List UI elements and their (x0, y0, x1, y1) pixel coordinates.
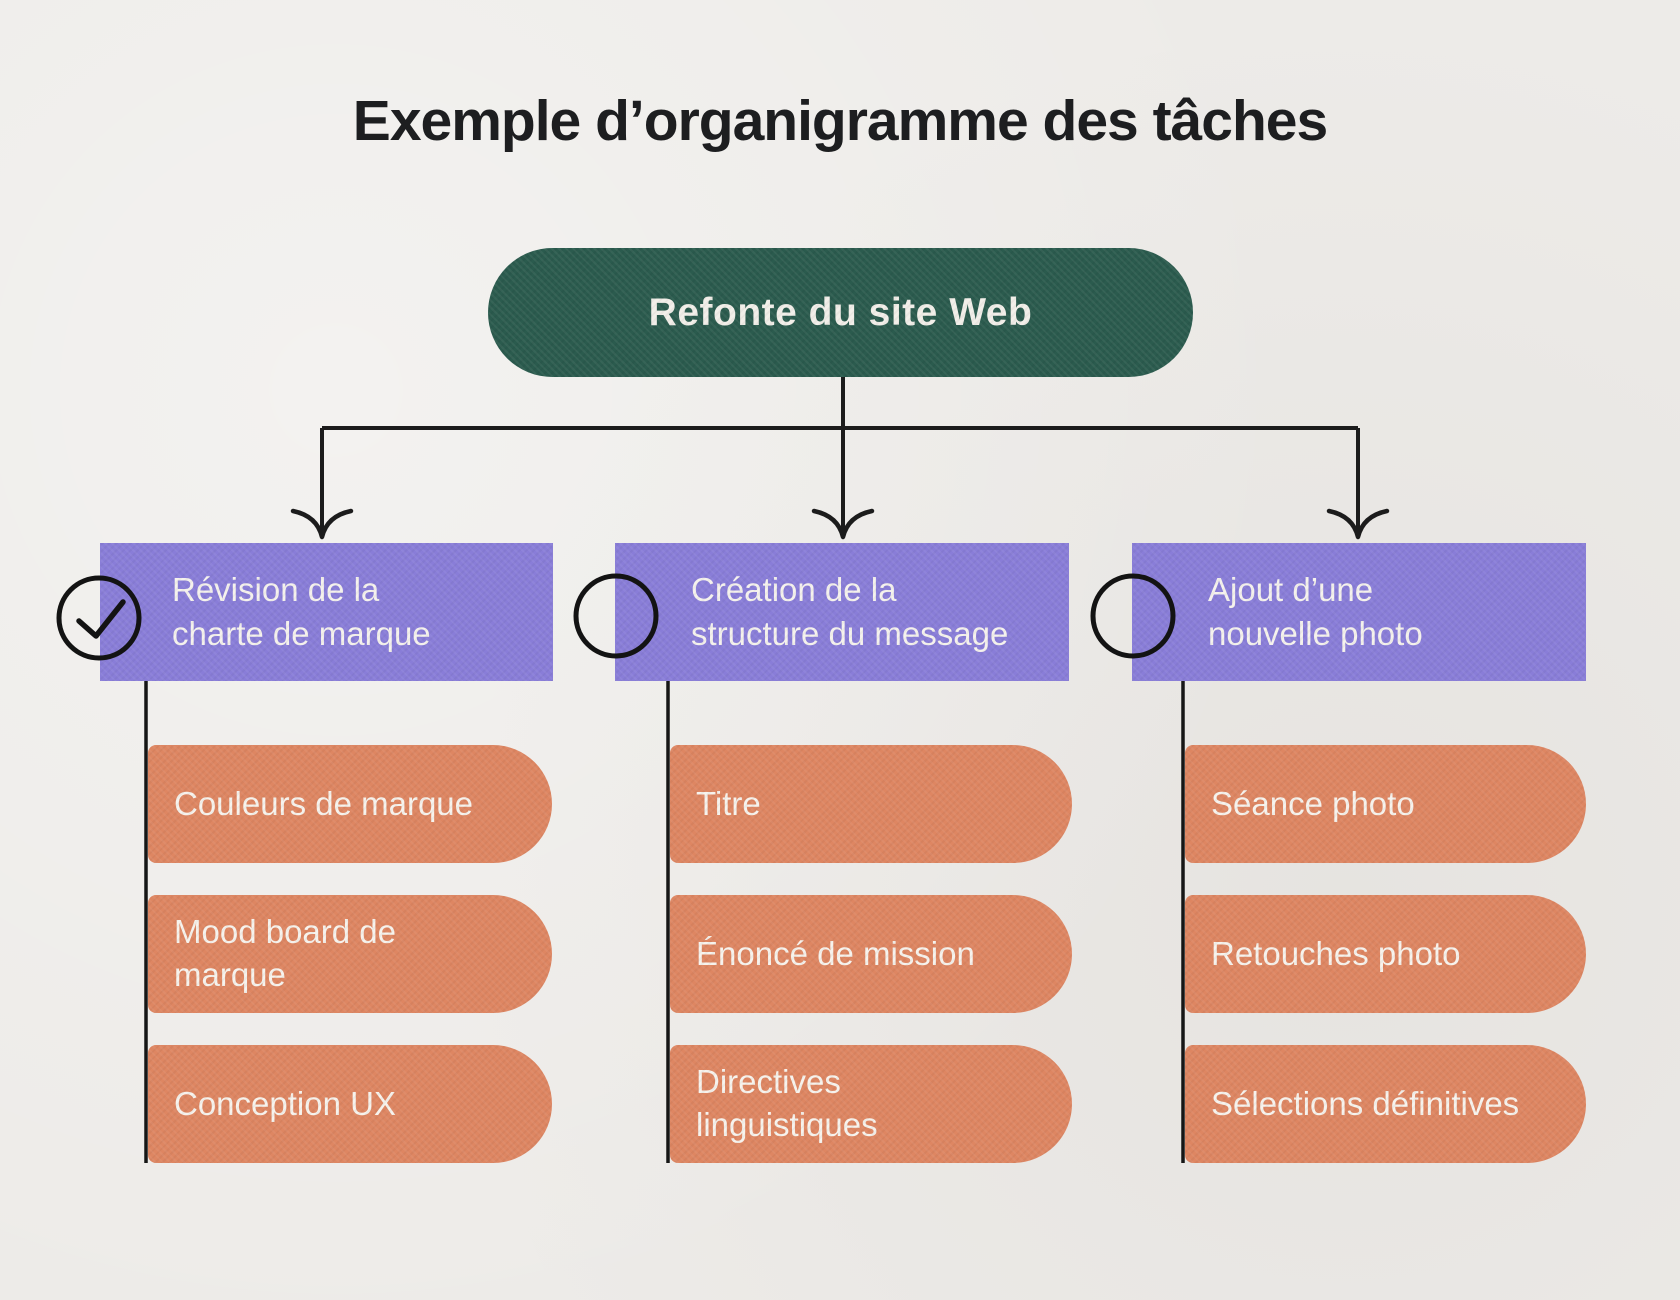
arrowheads (290, 508, 1390, 540)
task-label-line: Couleurs de marque (174, 784, 473, 822)
task-label-line: Titre (696, 784, 761, 822)
task-pill: Directives linguistiques (670, 1045, 1072, 1163)
branch-node-revision: Révision de la charte de marque (100, 543, 553, 681)
arrow-down-icon (290, 508, 354, 540)
branch-label-line: Révision de la (172, 571, 380, 609)
task-label-line: Énoncé de mission (696, 934, 975, 972)
task-pill: Retouches photo (1185, 895, 1586, 1013)
task-pill: Conception UX (148, 1045, 552, 1163)
arrow-down-icon (1326, 508, 1390, 540)
tree-connector-lines (320, 377, 1360, 537)
branch-label-line: charte de marque (172, 615, 431, 652)
task-pill: Énoncé de mission (670, 895, 1072, 1013)
task-label-line: linguistiques (696, 1106, 878, 1143)
root-node: Refonte du site Web (488, 248, 1193, 377)
task-label-line: Sélections définitives (1211, 1084, 1520, 1122)
task-pill: Titre (670, 745, 1072, 863)
task-label-line: Mood board de (174, 913, 396, 951)
task-pill: Séance photo (1185, 745, 1586, 863)
task-label-line: Directives (696, 1063, 841, 1101)
task-pill: Sélections définitives (1185, 1045, 1586, 1163)
arrow-down-icon (811, 508, 875, 540)
page-title: Exemple d’organigramme des tâches (352, 89, 1328, 153)
branch-label-line: Ajout d’une (1208, 571, 1374, 609)
branch-label-line: structure du message (691, 615, 1009, 652)
root-node-label: Refonte du site Web (648, 290, 1033, 334)
task-label-line: Retouches photo (1211, 934, 1461, 972)
task-label-line: marque (174, 956, 286, 993)
task-label-line: Séance photo (1211, 784, 1415, 822)
task-pill: Couleurs de marque (148, 745, 552, 863)
task-pill: Mood board de marque (148, 895, 552, 1013)
branch-label-line: Création de la (691, 571, 897, 609)
branch-node-ajout: Ajout d’une nouvelle photo (1132, 543, 1586, 681)
task-label-line: Conception UX (174, 1084, 396, 1122)
branch-label-line: nouvelle photo (1208, 615, 1423, 652)
branch-node-creation: Création de la structure du message (615, 543, 1069, 681)
